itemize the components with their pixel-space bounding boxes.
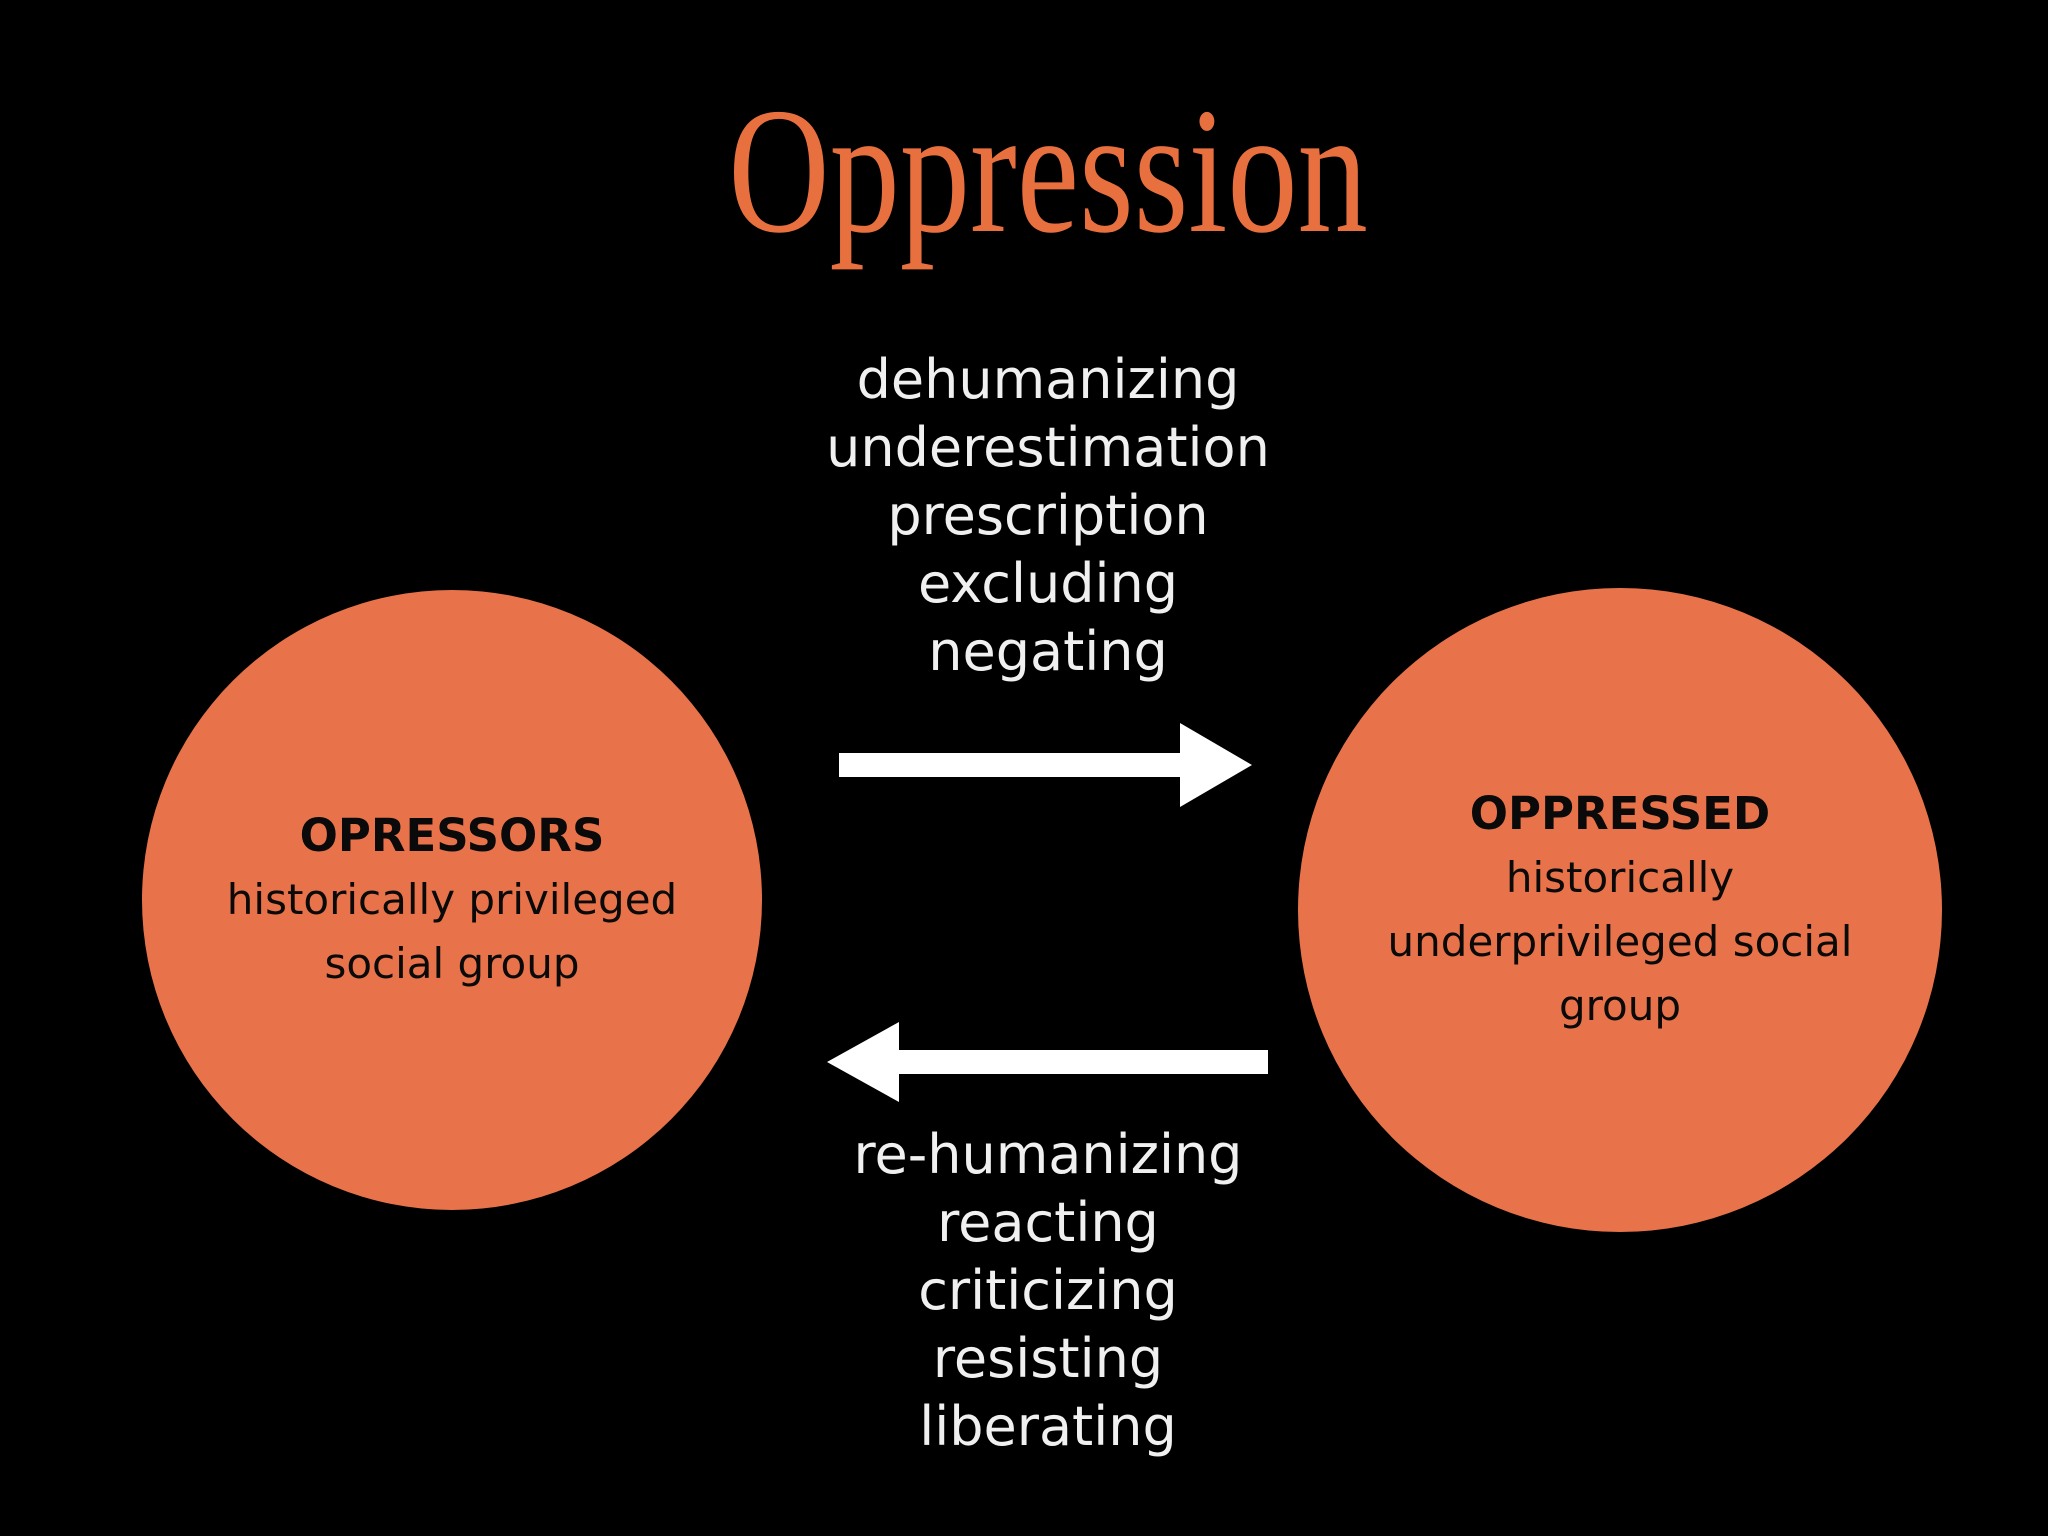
oppressed-circle: OPPRESSED historically underprivileged so… [1298, 588, 1942, 1232]
list-item: liberating [919, 1395, 1177, 1458]
left-arrow-icon [827, 1022, 1268, 1102]
oppressed-heading: OPPRESSED [1469, 787, 1771, 840]
oppressed-description: historically underprivileged social group [1388, 846, 1853, 1038]
oppressors-circle: OPRESSORS historically privileged social … [142, 590, 762, 1210]
oppressors-heading: OPRESSORS [299, 809, 605, 862]
list-item: excluding [918, 552, 1178, 615]
list-item: historically privileged [226, 875, 678, 924]
list-item: social group [324, 939, 580, 988]
oppressed-circle-text: OPPRESSED historically underprivileged so… [1388, 782, 1853, 1038]
list-item: dehumanizing [856, 348, 1240, 411]
oppressors-circle-text: OPRESSORS historically privileged social … [227, 804, 677, 996]
list-item: historically [1505, 853, 1735, 902]
list-item: reacting [937, 1191, 1159, 1254]
list-item: negating [928, 620, 1168, 683]
list-item: group [1559, 981, 1681, 1030]
right-arrow-icon [839, 723, 1252, 807]
list-item: prescription [887, 484, 1209, 547]
list-item: criticizing [918, 1259, 1178, 1322]
list-item: resisting [932, 1327, 1164, 1390]
slide-title: Oppression [728, 71, 1368, 270]
list-item: re-humanizing [853, 1123, 1243, 1186]
list-item: underestimation [826, 416, 1270, 479]
list-item: underprivileged social [1387, 917, 1853, 966]
oppressors-description: historically privileged social group [227, 868, 677, 996]
